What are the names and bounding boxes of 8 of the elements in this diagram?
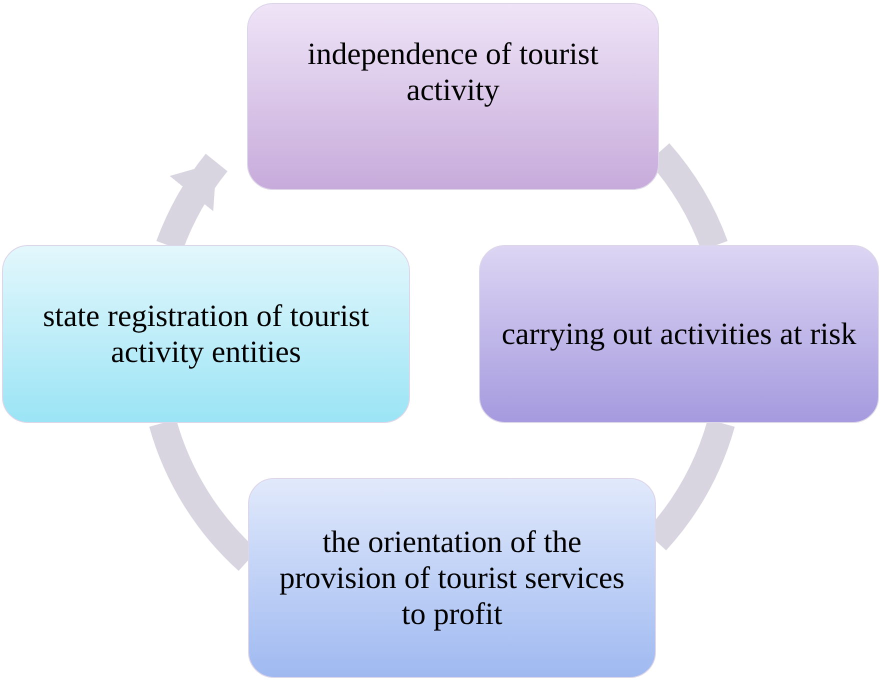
process-box bbox=[247, 3, 659, 190]
box-text: the orientation of the provision of tourist services to profit bbox=[278, 524, 626, 632]
box-text: independence of tourist activity bbox=[306, 36, 600, 108]
process-box bbox=[2, 245, 410, 423]
box-text: state registration of tourist activity entities bbox=[42, 298, 370, 370]
process-box bbox=[248, 478, 656, 678]
process-box bbox=[479, 245, 879, 423]
box-text: carrying out activities at risk bbox=[502, 316, 856, 352]
